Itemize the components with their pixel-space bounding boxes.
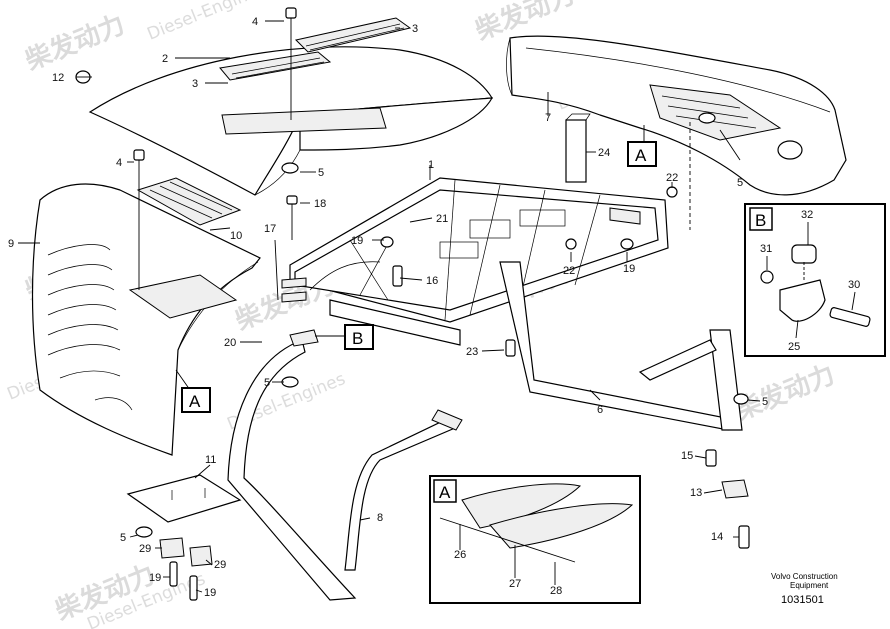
callout-24: 24 [598,147,610,159]
callout-21: 21 [436,213,448,225]
callout-14: 14 [711,531,723,543]
reference-box-b [344,324,374,350]
callout-11: 11 [205,454,216,466]
callout-15: 15 [681,450,693,462]
callout-3: 3 [412,23,418,35]
callout-32: 32 [801,209,813,221]
callout-30: 30 [848,279,860,291]
bracket-part [227,329,463,601]
side-panel-part [31,183,261,456]
bracket-part [499,261,743,431]
side-grille-part [136,177,242,226]
callout-9: 9 [8,238,14,250]
mounting-plate-part [126,474,242,523]
brand-line-1: Volvo Construction [771,572,838,581]
callout-6: 6 [597,404,603,416]
vent-grille [219,51,332,81]
callout-28: 28 [550,585,562,597]
reference-label-a: A [189,392,201,411]
vent-grille [295,17,412,53]
callout-10: 10 [230,230,242,242]
callout-12: 12 [52,72,64,84]
callout-29: 29 [139,543,151,555]
callout-25: 25 [788,341,800,353]
callout-5: 5 [318,167,324,179]
callout-5: 5 [120,532,126,544]
watermark-text-cn: 柴发动力 [730,359,839,427]
watermark-text-en: Diesel-Engines [144,0,268,45]
callout-31: 31 [760,243,772,255]
leader-lines [18,20,761,593]
callout-19: 19 [351,235,363,247]
callout-26: 26 [454,549,466,561]
callout-7: 7 [545,112,551,124]
frame-part [289,177,669,346]
hood-top-part [88,46,494,196]
callout-4: 4 [252,16,258,28]
brand-line-2: Equipment [790,581,829,590]
callout-4: 4 [116,157,122,169]
drawing-number: 1031501 [781,594,824,606]
detail-a-box [429,475,641,604]
reference-box-a-left [181,387,211,413]
callout-2: 2 [162,53,168,65]
callout-27: 27 [509,578,521,590]
reference-box-a-right [627,141,657,167]
detail-a-title: A [439,483,451,502]
callout-numbers: 1 2 3 3 4 4 5 5 5 5 5 6 7 8 9 10 11 12 1… [8,16,860,599]
callout-5: 5 [737,177,743,189]
callout-19: 19 [149,572,161,584]
callout-22: 22 [666,172,678,184]
reference-label-b: B [352,329,363,348]
plate-part [565,113,591,183]
callout-16: 16 [426,275,438,287]
callout-29: 29 [214,559,226,571]
callout-19: 19 [204,587,216,599]
callout-23: 23 [466,346,478,358]
watermark-text-cn: 柴发动力 [20,9,129,77]
callout-18: 18 [314,198,326,210]
callout-22: 22 [563,265,575,277]
callout-5: 5 [762,396,768,408]
callout-20: 20 [224,337,236,349]
callout-8: 8 [377,512,383,524]
callout-5: 5 [264,377,270,389]
rear-cover-part [506,35,847,196]
detail-b-title: B [755,211,766,230]
callout-17: 17 [264,223,276,235]
detail-b-box [744,203,886,357]
callout-13: 13 [690,487,702,499]
fastener-group [75,7,750,601]
callout-19: 19 [623,263,635,275]
callout-3: 3 [192,78,198,90]
callout-1: 1 [428,159,434,171]
reference-label-a: A [635,146,647,165]
